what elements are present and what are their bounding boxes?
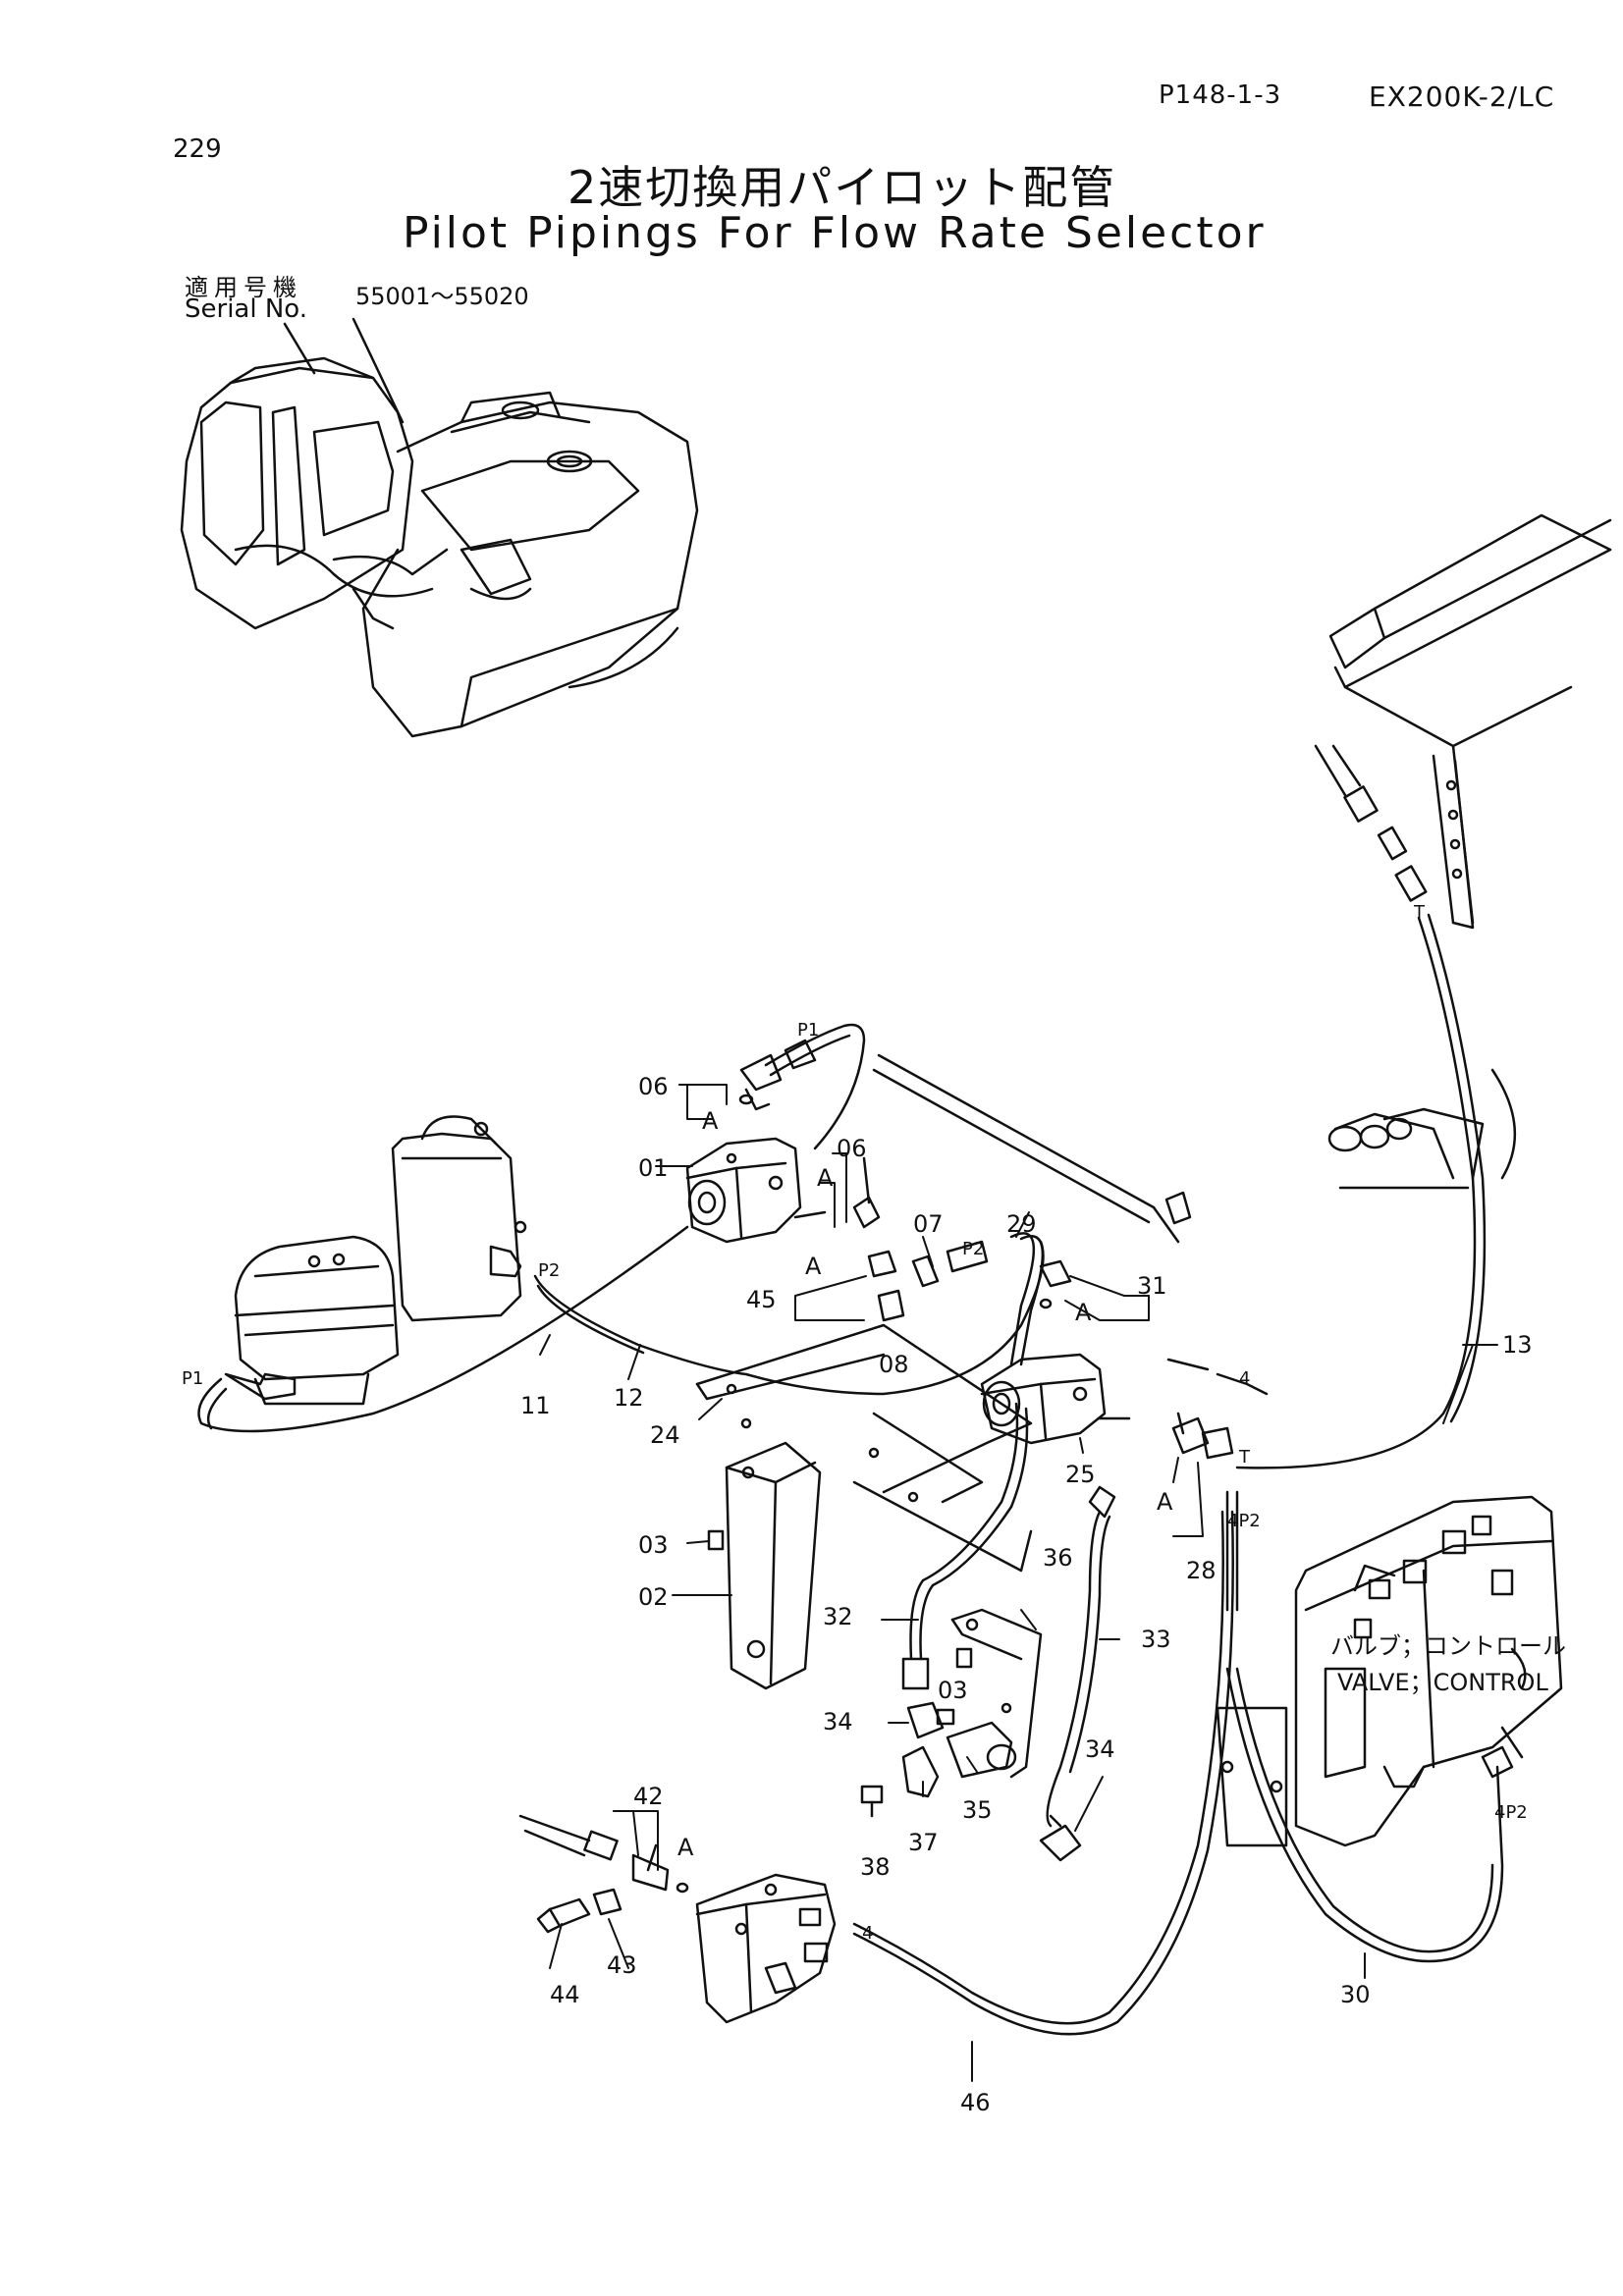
callout-43: 43 xyxy=(607,1951,637,1979)
valve-25 xyxy=(980,1353,1131,1445)
callout-4p2: 4P2 xyxy=(1227,1511,1261,1531)
callout-a: A xyxy=(805,1253,822,1280)
callout-11: 11 xyxy=(520,1392,551,1419)
callout-a: A xyxy=(817,1164,834,1192)
bracket-24 xyxy=(695,1323,1033,1573)
callout-31: 31 xyxy=(1137,1272,1167,1300)
callout-30: 30 xyxy=(1340,1981,1371,2008)
reference-code: P148-1-3 xyxy=(1159,80,1282,110)
callout-02: 02 xyxy=(638,1583,669,1611)
callout-p2: P2 xyxy=(962,1239,984,1259)
fittings xyxy=(738,1039,1514,1779)
page-number: 229 xyxy=(173,134,222,164)
callout-a: A xyxy=(677,1834,694,1861)
serial-label-english: Serial No. xyxy=(185,294,307,324)
callout-45: 45 xyxy=(746,1286,777,1313)
title-english: Pilot Pipings For Flow Rate Selector xyxy=(403,208,1267,258)
manifold-block xyxy=(518,1814,837,2024)
serial-range: 55001～55020 xyxy=(355,283,529,310)
valve-01 xyxy=(685,1137,827,1244)
callout-06: 06 xyxy=(638,1073,669,1100)
callout-35: 35 xyxy=(962,1796,993,1824)
callout-p1: P1 xyxy=(182,1368,203,1389)
valve-label-japanese: バルブ；コントロール xyxy=(1330,1632,1566,1660)
solenoid-blocks-left xyxy=(224,1115,527,1406)
leader-lines xyxy=(539,1084,1498,2082)
callout-labels: 06 A 01 06 A 07 29 P1 P2 P2 A 45 08 31 A… xyxy=(182,902,1566,2116)
callout-01: 01 xyxy=(638,1154,669,1182)
bracket-36 xyxy=(860,1608,1082,1862)
callout-12: 12 xyxy=(614,1384,644,1412)
callout-p1: P1 xyxy=(797,1020,819,1041)
hoses xyxy=(197,913,1504,2036)
callout-a: A xyxy=(1075,1299,1092,1326)
callout-42: 42 xyxy=(633,1783,664,1810)
callout-4: 4 xyxy=(862,1923,873,1944)
callout-03: 03 xyxy=(638,1531,669,1559)
callout-p2: P2 xyxy=(538,1260,560,1281)
callout-25: 25 xyxy=(1065,1461,1096,1488)
title-japanese: 2速切換用パイロット配管 xyxy=(568,161,1117,214)
structure-right xyxy=(1314,513,1612,1190)
excavator-overview xyxy=(180,317,699,738)
model-code: EX200K-2/LC xyxy=(1369,80,1555,113)
callout-34: 34 xyxy=(1085,1735,1115,1763)
callout-t: T xyxy=(1238,1447,1251,1468)
callout-33: 33 xyxy=(1141,1626,1171,1653)
callout-32: 32 xyxy=(823,1603,853,1630)
callout-46: 46 xyxy=(960,2089,991,2116)
callout-34: 34 xyxy=(823,1708,853,1735)
callout-a: A xyxy=(1157,1488,1173,1516)
valve-label-english: VALVE；CONTROL xyxy=(1337,1669,1548,1696)
callout-13: 13 xyxy=(1502,1331,1533,1359)
callout-07: 07 xyxy=(913,1210,944,1238)
callout-t: T xyxy=(1413,902,1426,923)
serial-label-japanese: 適用号機 xyxy=(185,274,302,301)
callout-36: 36 xyxy=(1043,1544,1073,1572)
callout-44: 44 xyxy=(550,1981,580,2008)
bracket-02 xyxy=(707,1417,822,1690)
callout-37: 37 xyxy=(908,1829,939,1856)
callout-03: 03 xyxy=(938,1677,968,1704)
callout-a: A xyxy=(702,1107,719,1135)
control-valve xyxy=(1216,1495,1563,1847)
callout-38: 38 xyxy=(860,1853,891,1881)
callout-4p2: 4P2 xyxy=(1494,1802,1528,1823)
callout-24: 24 xyxy=(650,1421,680,1449)
callout-4: 4 xyxy=(1239,1368,1250,1389)
callout-08: 08 xyxy=(879,1351,909,1378)
callout-06: 06 xyxy=(837,1135,867,1162)
callout-28: 28 xyxy=(1186,1557,1217,1584)
callout-29: 29 xyxy=(1006,1210,1037,1238)
